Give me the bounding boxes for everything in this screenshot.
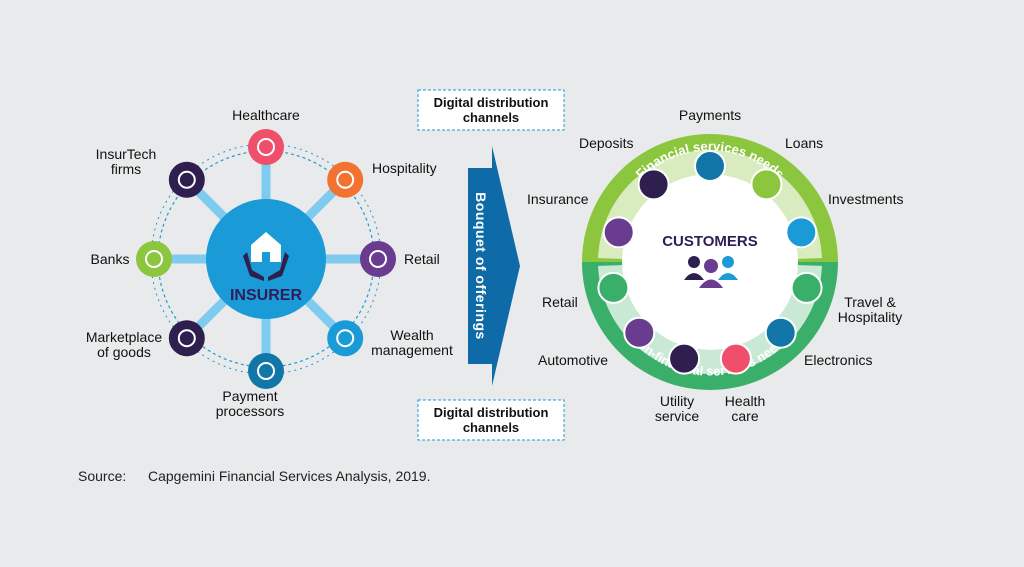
nonfinancial-label-utility-service-line1: Utility (660, 393, 694, 409)
channels-bottom-box: Digital distribution channels (417, 399, 565, 441)
node-label-banks: Banks (91, 251, 130, 267)
node-label-wealth-management-line1: Wealth (390, 327, 433, 343)
financial-band (582, 134, 838, 262)
channels-bottom-line1: Digital distribution (434, 405, 549, 420)
financial-label-insurance: Insurance (527, 191, 589, 207)
medical-plus-icon (719, 342, 752, 375)
chip-icon (764, 316, 797, 349)
nonfinancial-label-automotive: Automotive (538, 352, 608, 368)
hand-coin-icon (694, 150, 726, 182)
heart-hands-icon-glyph (257, 138, 275, 156)
channels-top-line1: Digital distribution (434, 95, 549, 110)
nonfinancial-label-utility-service-line2: service (655, 408, 700, 424)
bouquet-arrow: Bouquet of offerings (468, 146, 520, 386)
nonfinancial-label-health-care-line1: Health (725, 393, 765, 409)
bellhop-icon (597, 271, 630, 304)
shopping-cart-icon (360, 241, 396, 277)
bank-icon (136, 241, 172, 277)
node-label-marketplace-of-goods-line1: Marketplace (86, 329, 162, 345)
nonfinancial-band (582, 262, 838, 390)
shopping-bag-icon (168, 320, 205, 357)
umbrella-people-icon-glyph (177, 170, 196, 189)
house-hands-icon (602, 216, 635, 249)
node-label-retail: Retail (404, 251, 440, 267)
piggy-bank-icon (637, 168, 670, 201)
money-stack-icon (785, 216, 818, 249)
node-label-hospitality: Hospitality (372, 160, 437, 176)
node-label-wealth-management-line2: management (371, 342, 453, 358)
globe-plane-icon (790, 271, 823, 304)
node-label-insurtech-firms-line2: firms (111, 161, 141, 177)
umbrella-people-icon (168, 161, 205, 198)
nonfinancial-inner-band (598, 265, 822, 375)
bellhop-icon-glyph (336, 170, 355, 189)
financial-label-investments: Investments (828, 191, 903, 207)
bank-icon-glyph (145, 250, 163, 268)
nonfinancial-label-electronics: Electronics (804, 352, 872, 368)
node-label-healthcare: Healthcare (232, 107, 300, 123)
nonfinancial-label-health-care-line2: care (731, 408, 758, 424)
nonfinancial-label-retail: Retail (542, 294, 578, 310)
gear-icon (668, 342, 701, 375)
arrow-shape (468, 146, 520, 386)
people-group-icon (684, 256, 738, 288)
node-healthcare: Healthcare (232, 107, 300, 165)
node-label-payment-processors-line1: Payment (222, 388, 277, 404)
shopping-bag-icon-glyph (177, 329, 196, 348)
financial-label-payments: Payments (679, 107, 741, 123)
node-label-marketplace-of-goods-line2: of goods (97, 344, 151, 360)
node-retail: Retail (360, 241, 440, 277)
insurer-nodes: HealthcareHospitalityRetailWealthmanagem… (86, 107, 453, 419)
channels-top-frame (417, 89, 565, 131)
node-banks: Banks (91, 241, 172, 277)
nonfinancial-label-travel-hospitality-line1: Travel & (844, 294, 896, 310)
source-prefix: Source: (78, 468, 126, 484)
node-hospitality: Hospitality (327, 160, 437, 198)
house-hands-icon (243, 232, 289, 281)
node-label-payment-processors-line2: processors (216, 403, 284, 419)
insurer-hub: INSURER (150, 143, 382, 375)
hand-coin-icon (248, 353, 284, 389)
arrow-label: Bouquet of offerings (473, 192, 489, 340)
shopping-cart-icon-glyph (369, 250, 387, 268)
insurer-label: INSURER (230, 287, 302, 304)
channels-top-box: Digital distribution channels (417, 89, 565, 131)
nonfinancial-label-travel-hospitality-line2: Hospitality (838, 309, 903, 325)
customers-label: CUSTOMERS (662, 233, 758, 250)
financial-label-deposits: Deposits (579, 135, 633, 151)
hand-coin-icon-glyph (257, 362, 275, 380)
source-text: Capgemini Financial Services Analysis, 2… (148, 468, 430, 484)
channels-top-line2: channels (463, 110, 519, 125)
financial-label-loans: Loans (785, 135, 823, 151)
heart-hands-icon (248, 129, 284, 165)
bus-icon (623, 316, 656, 349)
money-stack-icon (327, 320, 364, 357)
bellhop-icon (327, 161, 364, 198)
channels-bottom-line2: channels (463, 420, 519, 435)
need-labels: Insurance Deposits PaymentsLoansInvestment… (527, 107, 903, 424)
channels-bottom-frame (417, 399, 565, 441)
node-label-insurtech-firms-line1: InsurTech (96, 146, 157, 162)
money-stack-icon-glyph (336, 329, 355, 348)
loan-hand-icon (750, 168, 783, 201)
need-icons (597, 150, 823, 375)
